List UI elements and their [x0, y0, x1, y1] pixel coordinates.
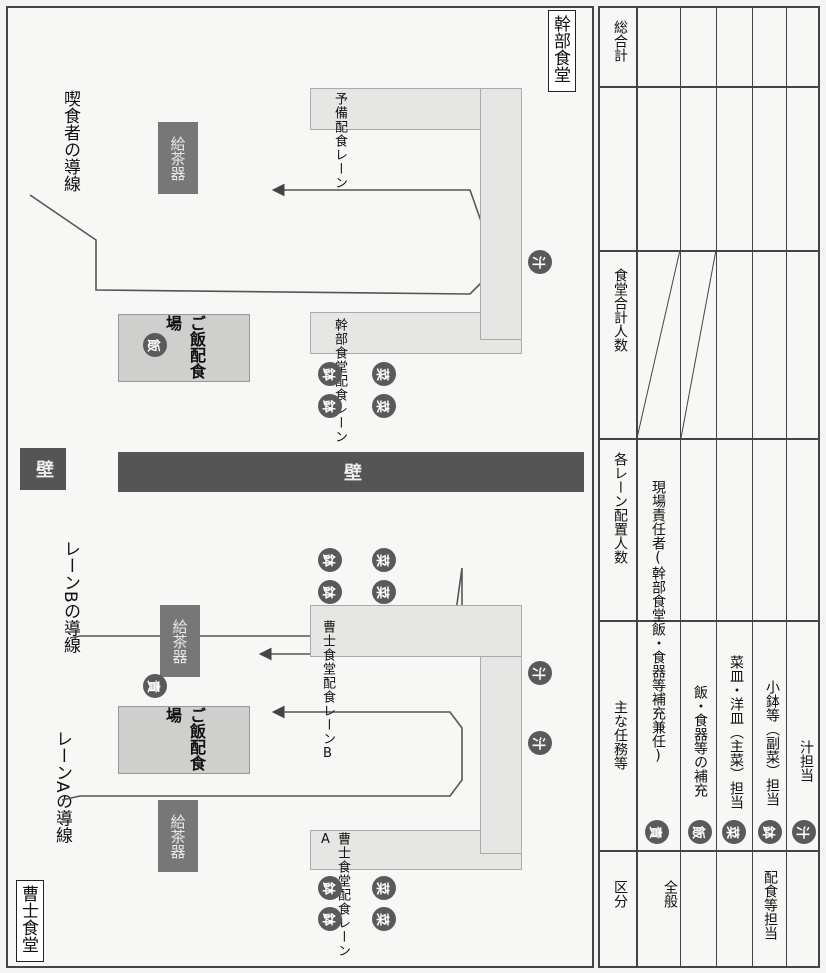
officer-flow-label: 喫食者の導線: [60, 90, 80, 192]
duty-row-0: 現場責任者(幹部食堂飯・食器等補充兼任): [650, 480, 666, 764]
table-divider: [752, 6, 753, 968]
badge-dish-a1: 菜: [372, 907, 396, 931]
serving-lane-a-side: [480, 652, 522, 854]
table-badge-bowl: 鉢: [758, 820, 782, 844]
table-divider: [786, 6, 787, 968]
group-general: 全般: [662, 880, 678, 908]
badge-bowl-a2: 鉢: [318, 876, 342, 900]
badge-dish-o1: 菜: [372, 394, 396, 418]
officer-hall-title: 幹部食堂: [548, 10, 576, 92]
enlisted-hall-title: 曹士食堂: [16, 880, 44, 962]
badge-bowl-o2: 鉢: [318, 362, 342, 386]
table-divider: [598, 86, 820, 88]
header-per-lane: 各レーン配置人数: [612, 452, 628, 564]
group-serving: 配食等担当: [762, 870, 778, 940]
rice-station-enlisted: ご飯配食場: [118, 706, 250, 774]
header-grand-total: 総合計: [612, 20, 628, 62]
badge-rice-officer: 飯: [143, 333, 167, 357]
table-divider: [680, 6, 681, 968]
spare-serving-lane-side: [480, 88, 522, 340]
badge-soup-b: 汁: [528, 661, 552, 685]
header-category: 区分: [612, 880, 628, 908]
table-badge-soup: 汁: [792, 820, 816, 844]
header-duties: 主な任務等: [612, 700, 628, 770]
table-divider: [598, 250, 820, 252]
badge-bowl-o1: 鉢: [318, 394, 342, 418]
table-divider: [598, 620, 820, 622]
serving-lane-b: [310, 605, 522, 657]
tea-server-lane-a: 給茶器: [158, 800, 198, 872]
badge-bowl-a1: 鉢: [318, 907, 342, 931]
table-header-divider: [636, 6, 638, 968]
badge-dish-a2: 菜: [372, 876, 396, 900]
tea-server-lane-b: 給茶器: [160, 605, 200, 677]
header-total-hall: 食堂合計人数: [612, 268, 628, 352]
badge-dish-o2: 菜: [372, 362, 396, 386]
lane-a-flow-label: レーンAの導線: [52, 730, 72, 844]
spare-lane-label: 予備配食レーン: [332, 92, 347, 190]
tea-server-officer: 給茶器: [158, 122, 198, 194]
table-divider: [598, 438, 820, 440]
badge-responsible-enlisted: 責: [143, 674, 167, 698]
badge-dish-b2: 菜: [372, 548, 396, 572]
duty-row-2: 菜皿・洋皿（主菜）担当: [728, 655, 744, 809]
table-badge-rice: 飯: [688, 820, 712, 844]
badge-dish-b1: 菜: [372, 580, 396, 604]
lane-b-flow-label: レーンBの導線: [60, 540, 80, 654]
lane-b-label: 曹士食堂配食レーンB: [320, 620, 335, 762]
badge-soup-a: 汁: [528, 731, 552, 755]
table-badge-responsible: 責: [645, 820, 669, 844]
duty-row-1: 飯・食器等の補充: [692, 685, 708, 797]
wall-main: 壁: [118, 452, 584, 492]
badge-bowl-b2: 鉢: [318, 548, 342, 572]
table-badge-dish: 菜: [722, 820, 746, 844]
wall-upper: 壁: [20, 448, 66, 490]
badge-bowl-b1: 鉢: [318, 580, 342, 604]
duty-row-3: 小鉢等（副菜）担当: [764, 680, 780, 806]
table-divider: [598, 850, 820, 852]
table-divider: [716, 6, 717, 968]
rice-station-officer: ご飯配食場: [118, 314, 250, 382]
staffing-table: [598, 6, 820, 968]
duty-row-4: 汁担当: [798, 740, 814, 782]
badge-soup-officer: 汁: [528, 250, 552, 274]
